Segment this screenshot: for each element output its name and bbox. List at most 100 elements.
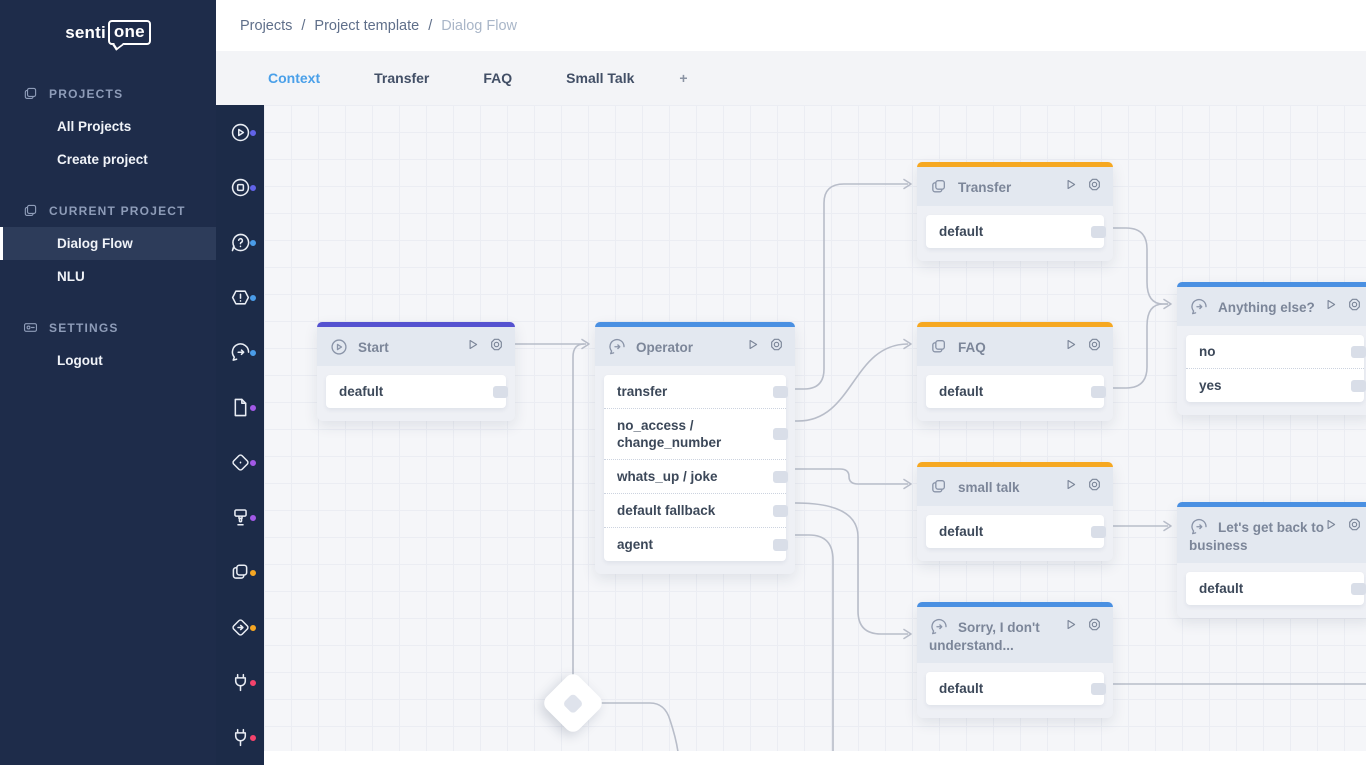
node-rows: deafult (326, 375, 508, 408)
row-output-connector[interactable] (1091, 225, 1106, 238)
row-output-connector[interactable] (1351, 379, 1366, 392)
node-header[interactable]: Let's get back to business (1177, 507, 1366, 563)
row-output-connector[interactable] (1351, 582, 1366, 595)
palette-item-alert-hexagon[interactable] (216, 270, 264, 325)
palette-item-question-bubble[interactable] (216, 215, 264, 270)
row-output-connector[interactable] (1091, 385, 1106, 398)
row-output-connector[interactable] (773, 428, 788, 440)
gear-icon[interactable] (1086, 336, 1103, 353)
node-row-default-fallback[interactable]: default fallback (604, 493, 788, 527)
row-output-connector[interactable] (773, 470, 788, 483)
tab-context[interactable]: Context (268, 70, 321, 87)
flow-node-sorry[interactable]: Sorry, I don't understand... default (917, 602, 1113, 718)
node-header[interactable]: small talk (917, 467, 1113, 506)
node-row-deafult[interactable]: deafult (326, 375, 508, 408)
node-row-agent[interactable]: agent (604, 527, 788, 561)
node-header[interactable]: FAQ (917, 327, 1113, 366)
play-outline-icon[interactable] (1062, 476, 1079, 493)
flow-node-transfer[interactable]: Transfer default (917, 162, 1113, 261)
node-header[interactable]: Anything else? (1177, 287, 1366, 326)
sidebar-item-logout[interactable]: Logout (57, 353, 103, 368)
palette-item-plug[interactable] (216, 655, 264, 710)
breadcrumb-item-dialog-flow: Dialog Flow (441, 17, 517, 34)
palette-item-chat-redirect[interactable] (216, 325, 264, 380)
gear-icon[interactable] (488, 336, 505, 353)
add-tab-button[interactable]: + (679, 70, 688, 87)
row-output-connector[interactable] (773, 538, 788, 551)
palette-item-document[interactable] (216, 380, 264, 435)
flow-node-back-to-business[interactable]: Let's get back to business default (1177, 502, 1366, 618)
palette-item-diamond-dot[interactable] (216, 435, 264, 490)
palette-item-stop-circle[interactable] (216, 160, 264, 215)
gear-icon[interactable] (1086, 616, 1103, 633)
play-outline-icon[interactable] (1062, 616, 1079, 633)
node-row-transfer[interactable]: transfer (604, 375, 788, 408)
breadcrumb-item-projects[interactable]: Projects (240, 17, 293, 34)
play-outline-icon[interactable] (1322, 296, 1339, 313)
current-project-icon (22, 202, 39, 219)
node-row-default[interactable]: default (926, 215, 1106, 248)
chat-redirect-icon (1189, 297, 1209, 317)
row-output-connector[interactable] (773, 385, 788, 398)
tab-faq[interactable]: FAQ (483, 70, 513, 87)
node-header[interactable]: Operator (595, 327, 795, 366)
gear-icon[interactable] (1346, 516, 1363, 533)
palette-item-paint-roller[interactable] (216, 490, 264, 545)
sidebar-item-dialog-flow[interactable]: Dialog Flow (0, 227, 216, 260)
row-output-connector[interactable] (493, 385, 508, 398)
node-row-default[interactable]: default (926, 672, 1106, 705)
sidebar-item-create-project[interactable]: Create project (57, 152, 148, 167)
play-outline-icon[interactable] (1062, 336, 1079, 353)
sidebar-item-all-projects[interactable]: All Projects (57, 119, 132, 134)
row-output-connector[interactable] (773, 504, 788, 517)
node-row-no-access-change-number[interactable]: no_access / change_number (604, 408, 788, 459)
node-row-yes[interactable]: yes (1186, 368, 1366, 402)
row-output-connector[interactable] (1091, 525, 1106, 538)
play-outline-icon[interactable] (1322, 516, 1339, 533)
gear-icon[interactable] (1346, 296, 1363, 313)
play-outline-icon[interactable] (1062, 176, 1079, 193)
flow-node-faq[interactable]: FAQ default (917, 322, 1113, 421)
palette-item-dot (250, 459, 256, 466)
flow-node-small-talk[interactable]: small talk default (917, 462, 1113, 561)
document-icon (229, 396, 252, 419)
palette-item-dot (250, 294, 256, 301)
palette-item-copy[interactable] (216, 545, 264, 600)
wire-arrowhead-icon (903, 478, 912, 490)
play-outline-icon[interactable] (464, 336, 481, 353)
play-outline-icon[interactable] (744, 336, 761, 353)
gear-icon[interactable] (1086, 176, 1103, 193)
breadcrumb-item-project-template[interactable]: Project template (314, 17, 420, 34)
node-row-whats-up-joke[interactable]: whats_up / joke (604, 459, 788, 493)
tab-small-talk[interactable]: Small Talk (566, 70, 635, 87)
palette-item-play-circle[interactable] (216, 105, 264, 160)
node-actions (1062, 476, 1103, 493)
node-actions (744, 336, 785, 353)
tab-transfer[interactable]: Transfer (374, 70, 430, 87)
node-header[interactable]: Start (317, 327, 515, 366)
node-row-default[interactable]: default (1186, 572, 1366, 605)
flow-node-start[interactable]: Start deafult (317, 322, 515, 421)
alert-hexagon-icon (229, 286, 252, 309)
palette-item-plug[interactable] (216, 710, 264, 765)
row-output-connector[interactable] (1351, 345, 1366, 358)
node-row-default[interactable]: default (926, 375, 1106, 408)
node-title: Let's get back to business (1189, 520, 1324, 553)
row-output-connector[interactable] (1091, 682, 1106, 695)
sidebar-item-nlu[interactable]: NLU (57, 269, 85, 284)
node-row-default[interactable]: default (926, 515, 1106, 548)
palette-item-dot (250, 624, 256, 631)
node-body: default (1177, 563, 1366, 618)
palette-item-diamond-arrow[interactable] (216, 600, 264, 655)
node-actions (1062, 616, 1103, 633)
node-header[interactable]: Sorry, I don't understand... (917, 607, 1113, 663)
gear-icon[interactable] (768, 336, 785, 353)
gear-icon[interactable] (1086, 476, 1103, 493)
row-label: default (1199, 581, 1244, 596)
node-header[interactable]: Transfer (917, 167, 1113, 206)
node-row-no[interactable]: no (1186, 335, 1366, 368)
